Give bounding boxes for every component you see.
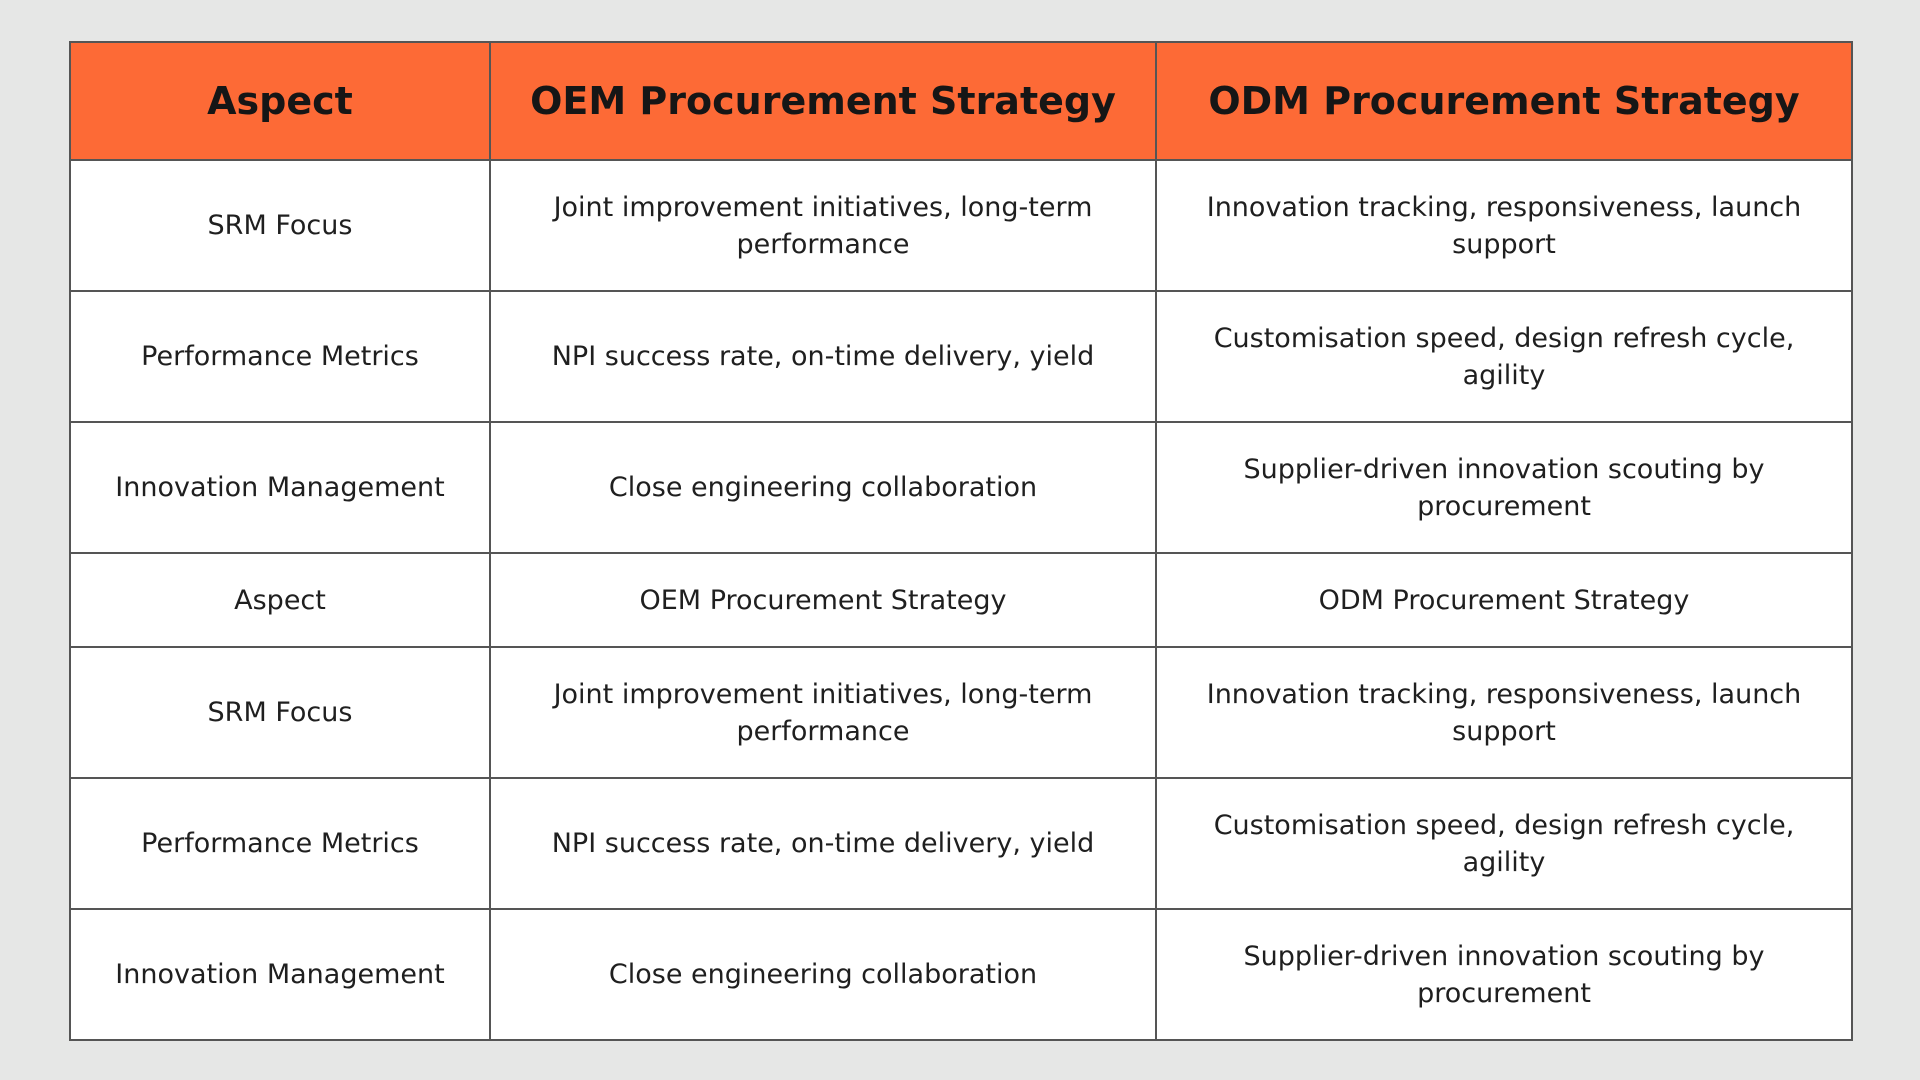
header-odm-strategy: ODM Procurement Strategy xyxy=(1155,41,1853,161)
cell-odm: Innovation tracking, responsiveness, lau… xyxy=(1155,159,1853,292)
cell-odm: Customisation speed, design refresh cycl… xyxy=(1155,290,1853,423)
table-row: Performance Metrics NPI success rate, on… xyxy=(69,290,1853,423)
cell-odm: Supplier-driven innovation scouting by p… xyxy=(1155,908,1853,1041)
table-row: SRM Focus Joint improvement initiatives,… xyxy=(69,159,1853,292)
cell-oem: NPI success rate, on-time delivery, yiel… xyxy=(489,290,1157,423)
header-row: Aspect OEM Procurement Strategy ODM Proc… xyxy=(69,41,1853,161)
cell-aspect: Innovation Management xyxy=(69,908,491,1041)
cell-aspect: Innovation Management xyxy=(69,421,491,554)
header-aspect: Aspect xyxy=(69,41,491,161)
table-row: SRM Focus Joint improvement initiatives,… xyxy=(69,646,1853,779)
cell-oem: NPI success rate, on-time delivery, yiel… xyxy=(489,777,1157,910)
cell-aspect: Aspect xyxy=(69,552,491,648)
table-row: Aspect OEM Procurement Strategy ODM Proc… xyxy=(69,552,1853,648)
table-row: Innovation Management Close engineering … xyxy=(69,421,1853,554)
cell-aspect: SRM Focus xyxy=(69,646,491,779)
header-oem-strategy: OEM Procurement Strategy xyxy=(489,41,1157,161)
table-row: Innovation Management Close engineering … xyxy=(69,908,1853,1041)
cell-odm: Innovation tracking, responsiveness, lau… xyxy=(1155,646,1853,779)
cell-oem: OEM Procurement Strategy xyxy=(489,552,1157,648)
cell-aspect: SRM Focus xyxy=(69,159,491,292)
cell-odm: Supplier-driven innovation scouting by p… xyxy=(1155,421,1853,554)
cell-oem: Joint improvement initiatives, long-term… xyxy=(489,646,1157,779)
cell-aspect: Performance Metrics xyxy=(69,290,491,423)
cell-oem: Close engineering collaboration xyxy=(489,421,1157,554)
comparison-table: Aspect OEM Procurement Strategy ODM Proc… xyxy=(69,41,1853,1041)
cell-odm: Customisation speed, design refresh cycl… xyxy=(1155,777,1853,910)
cell-oem: Joint improvement initiatives, long-term… xyxy=(489,159,1157,292)
cell-oem: Close engineering collaboration xyxy=(489,908,1157,1041)
cell-odm: ODM Procurement Strategy xyxy=(1155,552,1853,648)
table-body: SRM Focus Joint improvement initiatives,… xyxy=(69,159,1853,1041)
cell-aspect: Performance Metrics xyxy=(69,777,491,910)
table-row: Performance Metrics NPI success rate, on… xyxy=(69,777,1853,910)
table-header: Aspect OEM Procurement Strategy ODM Proc… xyxy=(69,41,1853,161)
